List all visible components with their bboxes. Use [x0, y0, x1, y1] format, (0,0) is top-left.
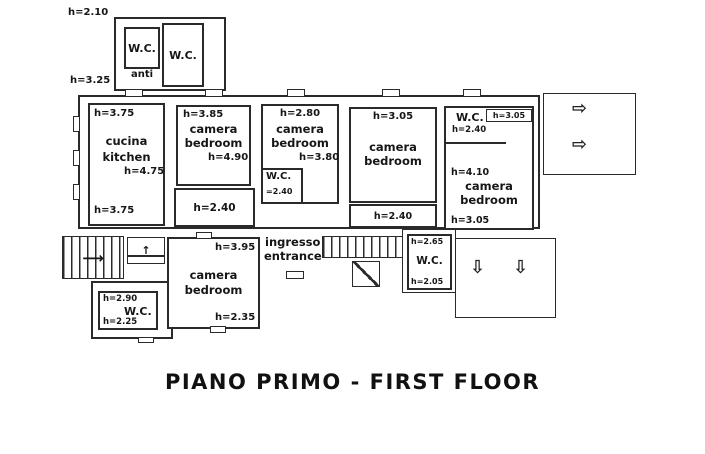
height-label: h=3.05 [372, 111, 414, 122]
room-name-en: bedroom [184, 283, 243, 297]
staircase-west: ⟶ [62, 236, 124, 279]
terrace-se: ⇩ ⇩ [455, 238, 556, 318]
arrow-down-icon: ⇩ [513, 257, 529, 278]
wc-label: W.C. [266, 171, 292, 182]
room-wc-anti: W.C. [124, 27, 160, 69]
room-wc-inner: W.C. =2.40 [261, 168, 303, 204]
height-label: h=3.85 [183, 109, 224, 120]
height-label: h=2.40 [452, 125, 487, 135]
height-label: h=4.10 [451, 167, 490, 178]
height-label: h=3.75 [94, 205, 135, 216]
height-label: h=2.05 [411, 277, 444, 286]
room-name-it: camera [369, 140, 417, 154]
room-wc-sw: h=2.90 W.C. h=2.25 [98, 291, 158, 330]
height-label: h=3.05 [451, 215, 490, 226]
page-title: PIANO PRIMO - FIRST FLOOR [164, 370, 541, 394]
height-label: h=2.10 [68, 7, 109, 18]
room-bedroom-ne: h=3.05 camera bedroom [349, 107, 437, 203]
stair-landing: ↑ [127, 237, 165, 264]
height-label: h=3.25 [70, 75, 111, 86]
staircase-middle [322, 236, 414, 258]
height-label: =2.40 [266, 187, 293, 196]
window-mark [382, 89, 400, 97]
room-suite-e: W.C. h=3.05 h=2.40 h=4.10 camera bedroom… [444, 106, 534, 230]
stair-under-closet [352, 261, 380, 287]
window-mark [205, 89, 223, 97]
entrance-label-it: ingresso [265, 235, 321, 249]
height-label: h=3.80 [299, 152, 340, 163]
room-name-it: camera [189, 268, 238, 282]
wall-segment [446, 142, 506, 144]
corridor-ne: h=2.40 [349, 204, 437, 228]
room-wc-se: h=2.65 W.C. h=2.05 [407, 234, 452, 290]
arrow-right-icon: ⇨ [572, 98, 588, 119]
corridor-nw: h=2.40 [174, 188, 255, 227]
window-mark [138, 337, 154, 343]
height-label-box: h=3.05 [486, 109, 532, 122]
room-name-en: kitchen [102, 150, 151, 164]
wc-label: W.C. [124, 305, 152, 318]
arrow-right-icon: ⇨ [572, 134, 588, 155]
room-bedroom-nw: h=3.85 camera bedroom h=4.90 [176, 105, 251, 186]
window-mark [125, 89, 143, 97]
room-name-it: camera [276, 122, 324, 136]
arrow-up-icon: ↑ [141, 244, 151, 257]
height-label: h=2.65 [411, 237, 444, 246]
height-label: h=2.80 [279, 108, 321, 119]
room-bedroom-s: h=3.95 camera bedroom h=2.35 [167, 237, 260, 329]
anti-label: anti [130, 69, 154, 80]
room-name-en: bedroom [364, 154, 422, 168]
room-kitchen: h=3.75 cucina kitchen h=4.75 h=3.75 [88, 103, 165, 226]
wall-segment [128, 255, 164, 257]
room-name-it: cucina [105, 134, 148, 148]
height-label: h=2.25 [103, 317, 138, 327]
wc-label: W.C. [416, 255, 443, 267]
terrace-ne: ⇨ ⇨ [543, 93, 636, 175]
room-name-en: bedroom [460, 193, 518, 207]
door-mark [196, 232, 212, 239]
height-label: h=4.90 [208, 152, 249, 163]
room-name-it: camera [189, 122, 238, 136]
room-name-it: camera [465, 179, 513, 193]
room-name-en: bedroom [271, 136, 329, 150]
door-mark [210, 326, 226, 333]
wc-label: W.C. [456, 111, 484, 124]
height-label: h=3.75 [94, 108, 135, 119]
room-bedroom-n: h=2.80 camera bedroom h=3.80 W.C. =2.40 [261, 104, 339, 204]
height-label: h=3.95 [215, 242, 256, 253]
window-mark [73, 184, 80, 200]
door-mark [286, 271, 304, 279]
window-mark [73, 116, 80, 132]
window-mark [73, 150, 80, 166]
room-name-en: bedroom [184, 136, 243, 150]
arrow-down-icon: ⇩ [470, 257, 486, 278]
stairs-direction-icon: ⟶ [82, 248, 104, 267]
window-mark [287, 89, 305, 97]
height-label: h=2.90 [103, 294, 138, 304]
height-label: h=2.35 [215, 312, 256, 323]
room-wc-north: W.C. [162, 23, 204, 87]
height-label: h=4.75 [124, 166, 165, 177]
window-mark [463, 89, 481, 97]
entrance-label-en: entrance [264, 249, 322, 263]
